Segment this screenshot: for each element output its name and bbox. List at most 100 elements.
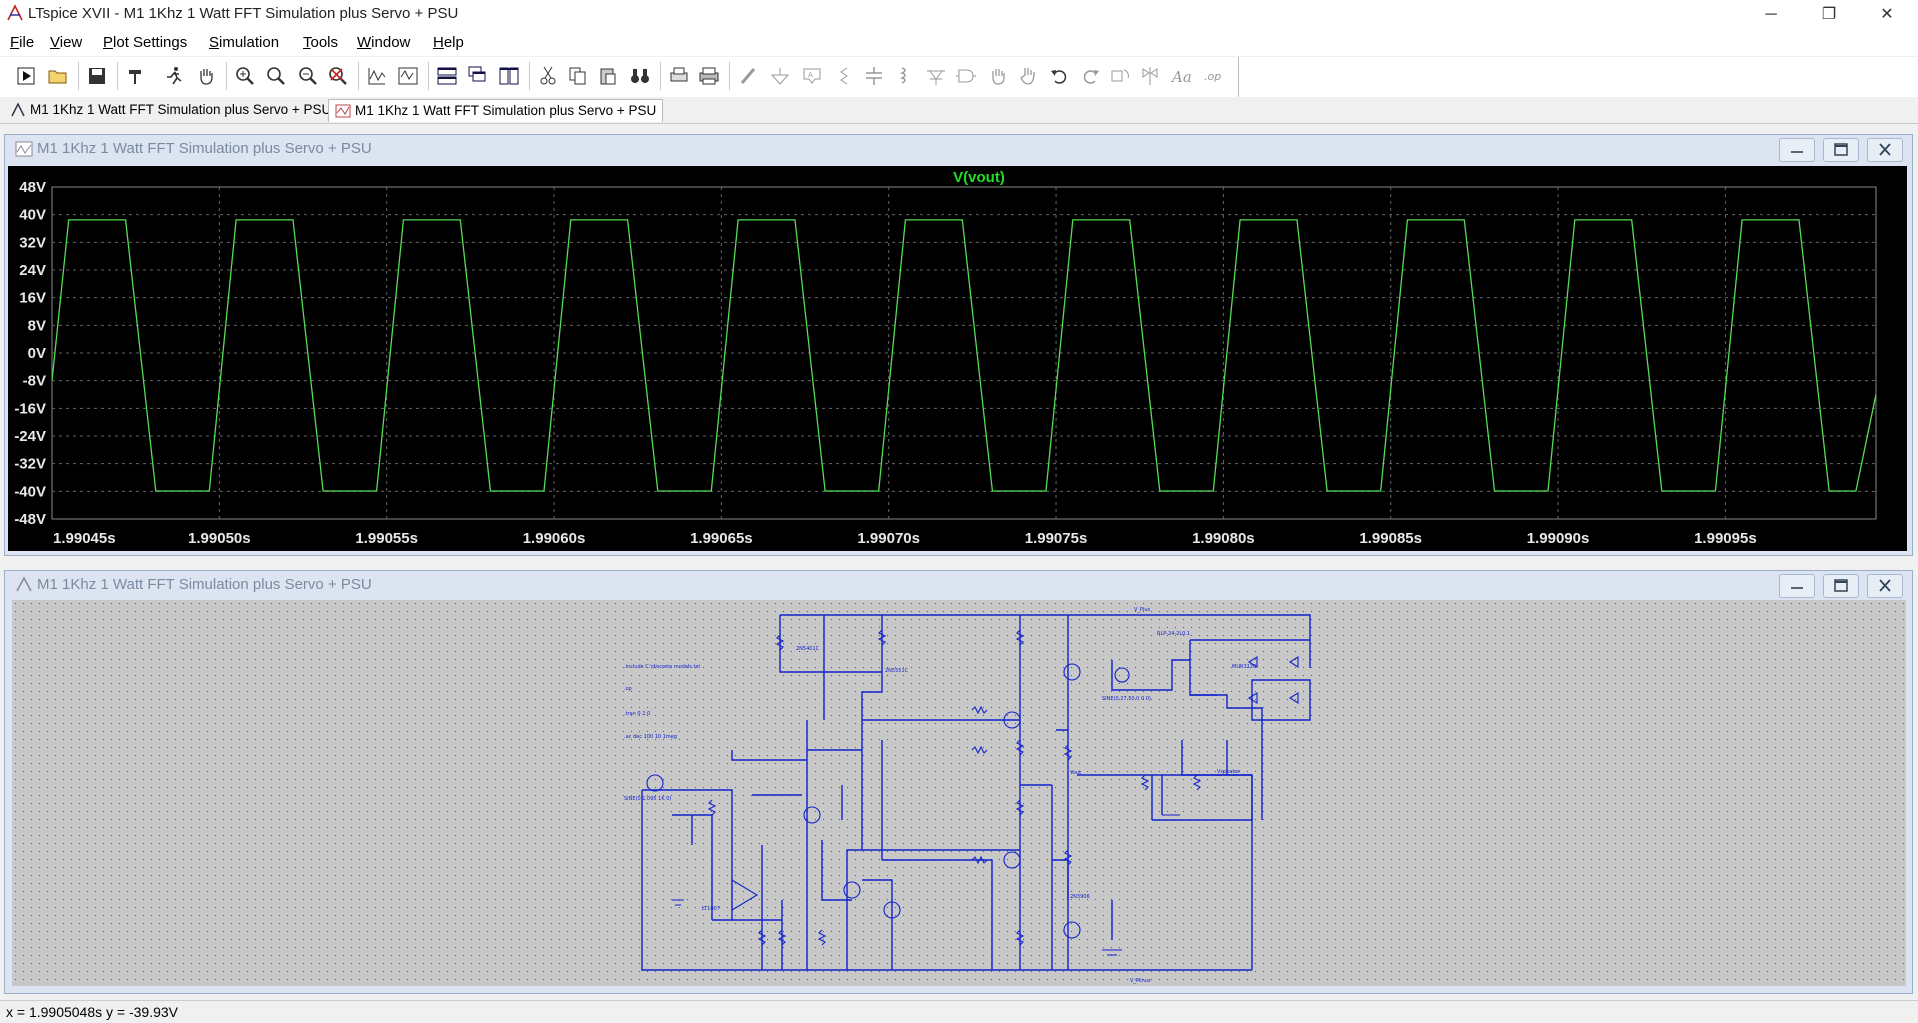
- zoom-out-icon: [299, 67, 317, 85]
- trace-label-vout: V(vout): [953, 169, 1005, 186]
- close-button[interactable]: ✕: [1864, 0, 1910, 30]
- series-line-vout: [51, 219, 1877, 492]
- menu-help[interactable]: Help: [433, 34, 464, 51]
- menu-simulation[interactable]: Simulation: [209, 34, 280, 51]
- waveform-plot[interactable]: 48V40V32V24V16V8V0V-8V-16V-24V-32V-40V-4…: [8, 166, 1907, 551]
- inductor-button[interactable]: [892, 63, 916, 89]
- waveform-maximize-button[interactable]: [1823, 138, 1859, 162]
- paste-icon: [600, 68, 616, 85]
- waveform-close-button[interactable]: [1867, 138, 1903, 162]
- ground-button[interactable]: [768, 63, 792, 89]
- y-tick-label: -32V: [14, 456, 46, 473]
- halt-button[interactable]: [162, 63, 186, 89]
- label-net-icon: A: [803, 68, 821, 84]
- resistor-button[interactable]: [832, 63, 856, 89]
- y-tick-label: 40V: [19, 207, 46, 224]
- redo-button[interactable]: [1078, 63, 1102, 89]
- schematic-maximize-button[interactable]: [1823, 574, 1859, 598]
- menu-view[interactable]: View: [50, 34, 83, 51]
- schematic-minimize-button[interactable]: [1779, 574, 1815, 598]
- x-tick-label: 1.99050s: [188, 530, 251, 547]
- waveform-minimize-button[interactable]: [1779, 138, 1815, 162]
- pan-button[interactable]: [194, 63, 218, 89]
- print-button[interactable]: [697, 63, 721, 89]
- print-preview-icon: [670, 67, 688, 82]
- run-icon: [17, 67, 35, 85]
- zoom-area-button[interactable]: [233, 63, 257, 89]
- menu-plot-settings[interactable]: Plot Settings: [103, 34, 188, 51]
- op-directive: .op: [624, 686, 632, 692]
- net-label-v-plus: V_Plus: [1134, 607, 1150, 613]
- status-bar: [0, 1000, 1918, 1023]
- y-tick-label: 48V: [19, 179, 46, 196]
- part-label-2n3906: 2N3906: [1070, 894, 1090, 900]
- zoom-cancel-button[interactable]: [326, 63, 350, 89]
- capacitor-button[interactable]: [862, 63, 886, 89]
- binoculars-icon: [631, 69, 649, 83]
- autorange-button[interactable]: [365, 63, 389, 89]
- waveform-window-icon: [15, 141, 33, 157]
- toolbar-separator: [428, 62, 429, 90]
- printer-icon: [699, 67, 719, 85]
- tile-vertical-button[interactable]: [497, 63, 521, 89]
- component-button[interactable]: [954, 63, 978, 89]
- close-icon: ✕: [1880, 6, 1894, 23]
- pick-visible-traces-button[interactable]: [396, 63, 420, 89]
- y-tick-label: -16V: [14, 400, 46, 417]
- x-tick-label: 1.99060s: [523, 530, 586, 547]
- schematic-close-button[interactable]: [1867, 574, 1903, 598]
- hammer-icon: [129, 70, 141, 84]
- drag-button[interactable]: [1016, 63, 1040, 89]
- cascade-icon: [468, 66, 486, 82]
- minimize-icon: ─: [1765, 6, 1777, 23]
- svg-text:Aa: Aa: [1171, 68, 1192, 86]
- net-label-vout: Vout: [1070, 770, 1081, 776]
- cursor-readout: x = 1.9905048s y = -39.93V: [6, 1004, 179, 1020]
- run-button[interactable]: [14, 63, 38, 89]
- copy-button[interactable]: [566, 63, 590, 89]
- print-preview-button[interactable]: [667, 63, 691, 89]
- undo-icon: [1051, 70, 1067, 84]
- y-tick-label: -40V: [14, 483, 46, 500]
- diode-button[interactable]: [924, 63, 948, 89]
- control-panel-button[interactable]: [124, 63, 148, 89]
- input-source-label: SINE(0 1.095 1K 0): [624, 796, 671, 802]
- zoom-out-button[interactable]: [296, 63, 320, 89]
- maximize-icon: [1834, 143, 1848, 156]
- paste-button[interactable]: [596, 63, 620, 89]
- cut-button[interactable]: [536, 63, 560, 89]
- y-tick-label: 16V: [19, 290, 46, 307]
- title-bar: [0, 0, 1918, 30]
- tile-horizontal-button[interactable]: [435, 63, 459, 89]
- schematic-window-icon: [16, 576, 32, 592]
- scissors-icon: [540, 66, 556, 85]
- pencil-icon: [740, 68, 756, 84]
- menu-window[interactable]: Window: [357, 34, 411, 51]
- psu-source-label: SINE(0 27 50 0 0 0): [1102, 696, 1151, 702]
- minimize-button[interactable]: ─: [1748, 0, 1794, 30]
- move-button[interactable]: [986, 63, 1010, 89]
- draw-wire-button[interactable]: [736, 63, 760, 89]
- spice-directive-button[interactable]: .op: [1202, 63, 1226, 89]
- menu-file[interactable]: File: [10, 34, 35, 51]
- maximize-icon: [1834, 579, 1848, 592]
- find-button[interactable]: [628, 63, 652, 89]
- running-man-icon: [167, 67, 182, 85]
- label-net-button[interactable]: A: [800, 63, 824, 89]
- zoom-fit-button[interactable]: [264, 63, 288, 89]
- cascade-button[interactable]: [466, 63, 490, 89]
- restore-button[interactable]: ❐: [1806, 0, 1852, 30]
- text-button[interactable]: Aa: [1170, 63, 1194, 89]
- menu-tools[interactable]: Tools: [303, 34, 339, 51]
- open-button[interactable]: [46, 63, 70, 89]
- rotate-button[interactable]: [1108, 63, 1132, 89]
- schematic-canvas[interactable]: .include C:\discrete models.txt .op .tra…: [12, 600, 1906, 986]
- undo-button[interactable]: [1048, 63, 1072, 89]
- spice-directive-icon: .op: [1204, 70, 1221, 83]
- save-button[interactable]: [85, 63, 109, 89]
- mirror-button[interactable]: [1138, 63, 1162, 89]
- tab-waveform[interactable]: M1 1Khz 1 Watt FFT Simulation plus Servo…: [328, 99, 664, 122]
- tab-schematic[interactable]: M1 1Khz 1 Watt FFT Simulation plus Servo…: [4, 99, 337, 121]
- close-icon: [1879, 579, 1891, 592]
